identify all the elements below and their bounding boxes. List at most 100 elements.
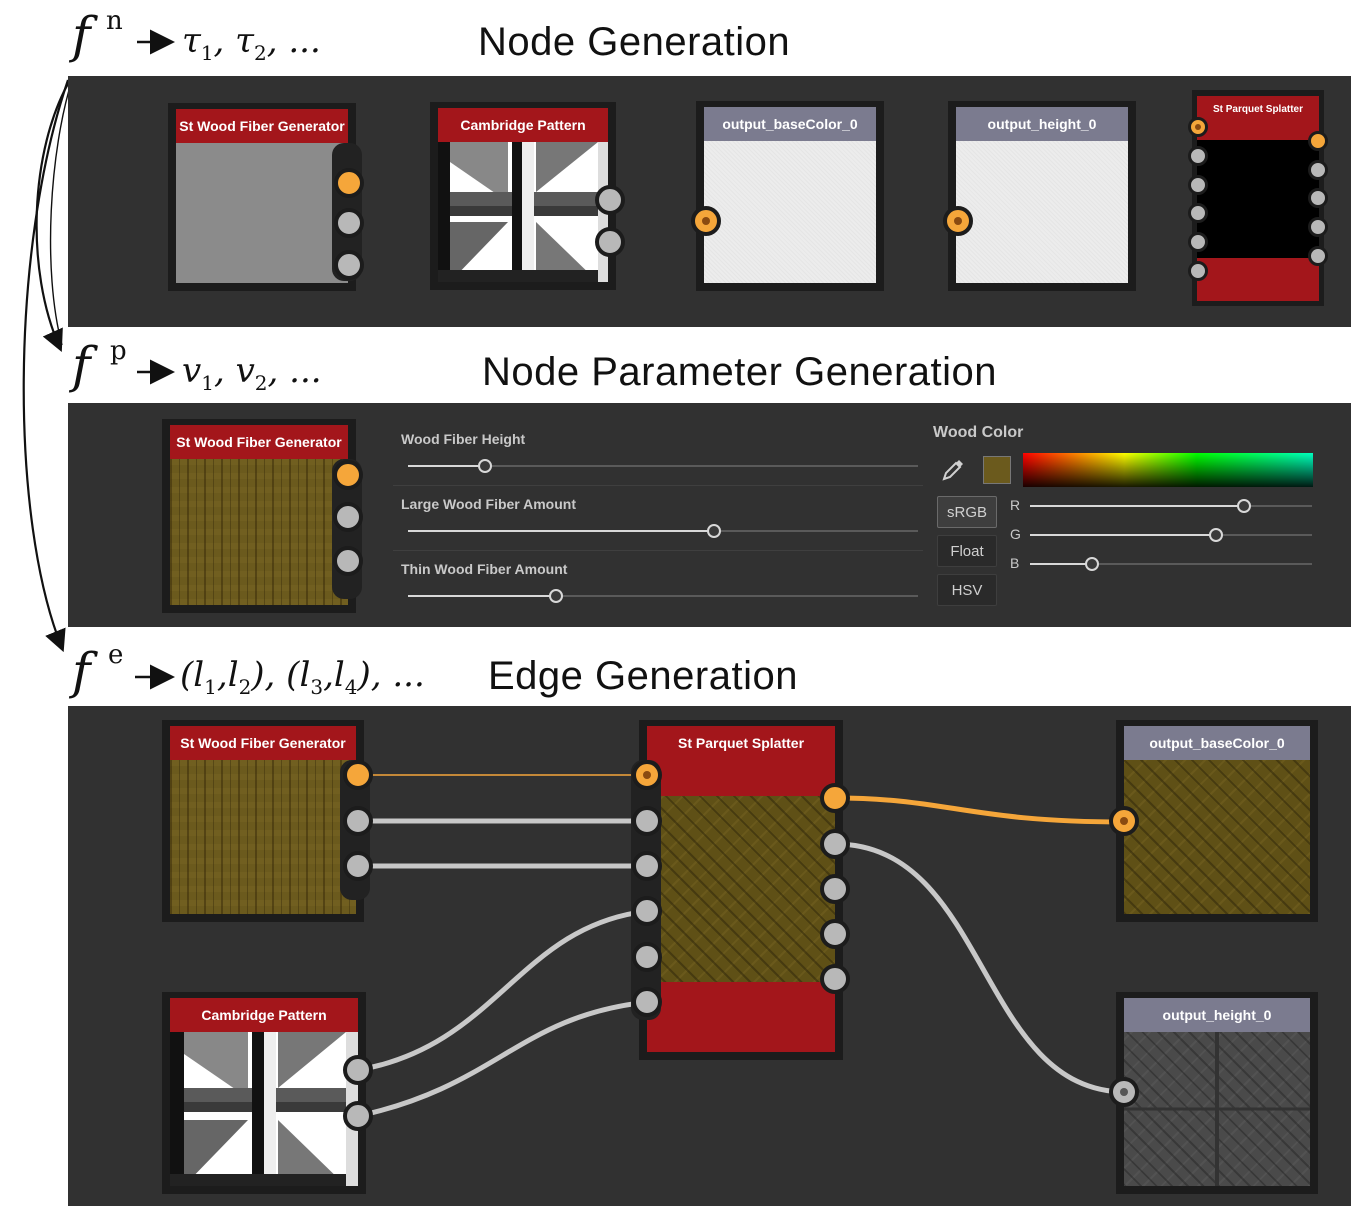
node-output-height[interactable]: output_height_0 [943, 101, 1136, 291]
mode-button-srgb[interactable]: sRGB [937, 496, 997, 528]
slider-thin-amount[interactable] [408, 589, 918, 603]
output-port[interactable] [343, 851, 373, 881]
node-cambridge-pattern[interactable]: Cambridge Pattern [430, 102, 625, 290]
slider-knob[interactable] [1237, 499, 1252, 513]
channel-label-b: B [1010, 555, 1020, 571]
slider-knob[interactable] [1209, 528, 1224, 542]
edge-wires [357, 774, 1126, 1119]
node-wood-fiber-edge[interactable]: St Wood Fiber Generator [162, 720, 373, 922]
output-port[interactable] [1308, 246, 1328, 266]
node-generation-title: Node Generation [478, 20, 791, 64]
input-port[interactable] [632, 851, 662, 881]
input-port[interactable] [632, 760, 662, 790]
node-output-basecolor-edge[interactable]: output_baseColor_0 [1109, 720, 1318, 922]
output-port[interactable] [334, 250, 364, 280]
output-port[interactable] [1308, 160, 1328, 180]
edge-link-sequence: (l1,l2), (l3,l4), ... [180, 655, 425, 699]
edge-wire [834, 795, 1126, 825]
slider-channel-b[interactable] [1030, 557, 1312, 571]
color-spectrum[interactable] [1023, 453, 1313, 487]
cambridge-preview [170, 1032, 358, 1186]
output-port[interactable] [334, 208, 364, 238]
input-port[interactable] [632, 806, 662, 836]
output-port[interactable] [820, 783, 850, 813]
node-output-height-edge[interactable]: output_height_0 [1109, 992, 1318, 1194]
edge-wire [834, 841, 1126, 1095]
slider-knob[interactable] [1085, 557, 1100, 571]
output-port[interactable] [333, 546, 363, 576]
input-port[interactable] [943, 206, 973, 236]
wood-color-label: Wood Color [933, 424, 1024, 441]
input-port[interactable] [1188, 203, 1208, 223]
slider-channel-g[interactable] [1030, 528, 1312, 542]
node-title: St Parquet Splatter [647, 726, 835, 760]
eyedropper-icon[interactable] [940, 457, 966, 483]
node-wood-fiber[interactable]: St Wood Fiber Generator [168, 103, 364, 291]
input-port[interactable] [1188, 146, 1208, 166]
slider-fiber-height[interactable] [408, 459, 918, 473]
f-param-superscript: p [110, 336, 127, 366]
input-port[interactable] [1188, 261, 1208, 281]
output-port[interactable] [343, 806, 373, 836]
node-output-basecolor[interactable]: output_baseColor_0 [691, 101, 884, 291]
mode-button-hsv[interactable]: HSV [937, 574, 997, 606]
input-port[interactable] [1109, 806, 1139, 836]
output-port[interactable] [333, 460, 363, 490]
param-label-fiber-height: Wood Fiber Height [401, 431, 526, 447]
slider-knob[interactable] [477, 459, 492, 473]
f-node-superscript: n [106, 6, 123, 36]
input-port[interactable] [632, 987, 662, 1017]
cambridge-preview [438, 142, 608, 282]
param-label-thin-amount: Thin Wood Fiber Amount [401, 561, 568, 577]
output-port[interactable] [343, 1101, 373, 1131]
param-generation-title: Node Parameter Generation [482, 350, 997, 394]
output-port[interactable] [820, 874, 850, 904]
node-parquet-splatter[interactable]: St Parquet Splatter [631, 720, 850, 1060]
mode-button-float[interactable]: Float [937, 535, 997, 567]
node-parquet-splatter-small[interactable]: St Parquet Splatter [1188, 90, 1328, 306]
input-port[interactable] [1109, 1077, 1139, 1107]
output-port[interactable] [343, 1055, 373, 1085]
node-title: St Wood Fiber Generator [170, 726, 356, 760]
output-port[interactable] [333, 502, 363, 532]
output-port[interactable] [1308, 217, 1328, 237]
output-port[interactable] [595, 227, 625, 257]
slider-large-amount[interactable] [408, 524, 918, 538]
slider-knob[interactable] [707, 524, 721, 538]
input-port[interactable] [632, 896, 662, 926]
node-wood-fiber-param[interactable]: St Wood Fiber Generator [162, 419, 363, 613]
output-port[interactable] [820, 964, 850, 994]
f-edge-symbol: f [72, 642, 91, 700]
output-port[interactable] [820, 829, 850, 859]
output-port[interactable] [334, 168, 364, 198]
node-title: Cambridge Pattern [170, 998, 358, 1032]
slider-knob[interactable] [548, 589, 563, 603]
f-node-symbol: f [72, 6, 91, 64]
slider-channel-r[interactable] [1030, 499, 1312, 513]
node-title: St Wood Fiber Generator [176, 109, 348, 143]
input-port[interactable] [691, 206, 721, 236]
node-cambridge-pattern-edge[interactable]: Cambridge Pattern [162, 992, 373, 1194]
node-title: output_baseColor_0 [704, 107, 876, 141]
input-port[interactable] [1188, 232, 1208, 252]
input-port[interactable] [1188, 175, 1208, 195]
output-port[interactable] [343, 760, 373, 790]
channel-label-r: R [1010, 497, 1021, 513]
param-value-sequence: v1, v2, ... [182, 351, 322, 395]
f-edge-superscript: e [108, 640, 124, 670]
node-title: output_height_0 [1124, 998, 1310, 1032]
param-label-large-amount: Large Wood Fiber Amount [401, 496, 576, 512]
edge-generation-panel: St Wood Fiber Generator Cambridge Patter… [68, 706, 1351, 1206]
param-generation-panel: St Wood Fiber Generator Wood Fiber Heigh… [68, 403, 1351, 627]
input-port[interactable] [632, 942, 662, 972]
node-token-sequence: τ1, τ2, ... [182, 21, 321, 65]
output-port[interactable] [595, 185, 625, 215]
node-title: St Wood Fiber Generator [170, 425, 348, 459]
output-port[interactable] [1308, 188, 1328, 208]
input-port[interactable] [1188, 117, 1208, 137]
color-swatch[interactable] [983, 456, 1011, 484]
node-title: St Parquet Splatter [1197, 96, 1319, 122]
output-port[interactable] [820, 919, 850, 949]
output-port[interactable] [1308, 131, 1328, 151]
